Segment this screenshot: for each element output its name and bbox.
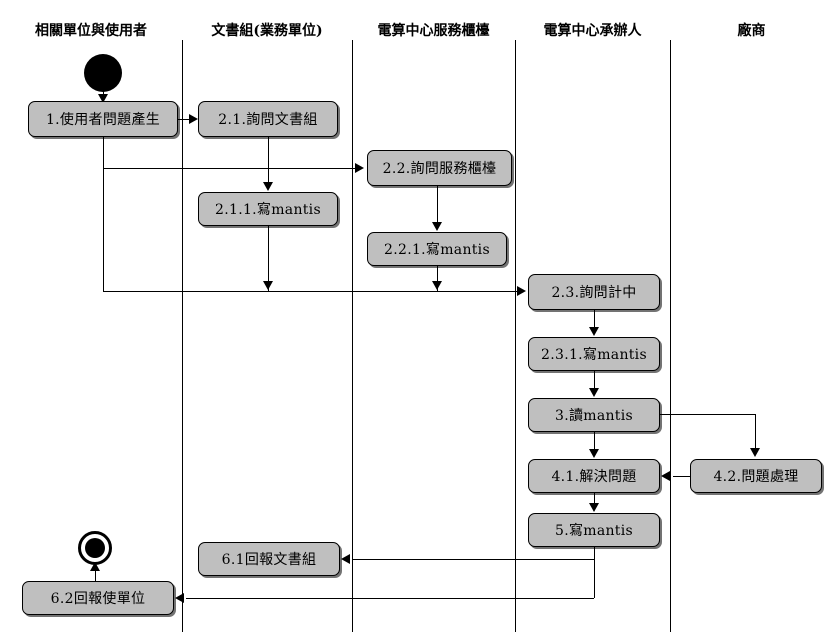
- edge-n1-to-n22-horizontal: [103, 168, 355, 169]
- edge-n42-to-n41-arrowhead: [661, 471, 670, 481]
- edge-n22-to-n221-line: [437, 186, 438, 224]
- node-2-2-1-write-mantis[interactable]: 2.2.1.寫mantis: [367, 232, 507, 266]
- node-6-1-report-document-group[interactable]: 6.1回報文書組: [198, 542, 340, 576]
- node-2-3-ask-computer-center[interactable]: 2.3.詢問計中: [528, 274, 660, 310]
- edge-n3-to-n41-line: [594, 432, 595, 451]
- edge-n5-to-n61-horizontal: [352, 559, 594, 560]
- edge-n41-to-n5-line: [594, 493, 595, 506]
- edge-n5-to-n62-vertical: [594, 547, 595, 598]
- edge-n42-to-n41-line: [673, 476, 690, 477]
- edge-n5-to-n62-arrowhead: [175, 593, 184, 603]
- edge-n3-to-n42-vertical: [755, 414, 756, 449]
- edge-n1-to-n23-vertical: [103, 168, 104, 291]
- node-2-3-1-write-mantis[interactable]: 2.3.1.寫mantis: [528, 337, 660, 371]
- node-4-2-problem-handling[interactable]: 4.2.問題處理: [690, 459, 822, 493]
- node-4-1-solve-problem[interactable]: 4.1.解決問題: [528, 459, 660, 493]
- edge-n1-to-n21-arrowhead: [189, 114, 198, 124]
- lane-header-4: 電算中心承辦人: [543, 23, 642, 39]
- node-2-2-ask-service-desk[interactable]: 2.2.詢問服務櫃檯: [367, 150, 512, 186]
- edge-n1-to-n21-line: [178, 119, 191, 120]
- edge-n1-to-n22-arrowhead: [355, 163, 364, 173]
- edge-n23-to-n231-line: [594, 310, 595, 329]
- edge-start-to-n1-line: [103, 88, 104, 98]
- edge-n3-to-n41-arrowhead: [589, 449, 599, 458]
- edge-n21-to-n211-line: [268, 137, 269, 184]
- edge-n211-to-n23-arrowhead: [263, 281, 273, 290]
- edge-n62-to-end-line: [95, 568, 96, 581]
- edge-n23-to-n231-arrowhead: [589, 327, 599, 336]
- node-5-write-mantis[interactable]: 5.寫mantis: [528, 513, 660, 547]
- node-2-1-1-write-mantis[interactable]: 2.1.1.寫mantis: [198, 192, 338, 226]
- lane-header-3: 電算中心服務櫃檯: [377, 23, 490, 39]
- edge-n1-to-n22-vertical: [103, 137, 104, 168]
- edge-n3-to-n42-horizontal: [660, 414, 756, 415]
- edge-n5-to-n62-horizontal: [186, 598, 594, 599]
- edge-n62-to-end-arrowhead: [90, 562, 100, 571]
- lane-divider-3: [515, 40, 516, 632]
- edge-n231-to-n3-line: [594, 371, 595, 390]
- start-node: [84, 54, 122, 92]
- lane-header-1: 相關單位與使用者: [35, 23, 147, 39]
- edge-n21-to-n211-arrowhead: [263, 182, 273, 191]
- edge-n211-to-n23-vertical: [268, 226, 269, 291]
- edge-to-n23-arrowhead: [517, 286, 526, 296]
- lane-divider-1: [182, 40, 183, 632]
- edge-n221-to-n23-vertical: [437, 266, 438, 291]
- edge-n5-to-n61-arrowhead: [341, 554, 350, 564]
- edge-n22-to-n221-arrowhead: [432, 222, 442, 231]
- edge-start-to-n1-arrowhead: [98, 94, 108, 103]
- lane-divider-2: [352, 40, 353, 632]
- lane-header-5: 廠商: [737, 23, 766, 39]
- node-1-user-problem[interactable]: 1.使用者問題產生: [28, 101, 178, 137]
- edge-n221-to-n23-arrowhead: [432, 281, 442, 290]
- edge-n3-to-n42-arrowhead: [750, 448, 760, 457]
- edge-n231-to-n3-arrowhead: [589, 388, 599, 397]
- edge-n41-to-n5-arrowhead: [589, 503, 599, 512]
- node-2-1-ask-document-group[interactable]: 2.1.詢問文書組: [198, 101, 338, 137]
- edge-to-n23-trunk: [103, 291, 518, 292]
- node-6-2-report-user-unit[interactable]: 6.2回報使單位: [22, 581, 174, 615]
- lane-divider-4: [670, 40, 671, 632]
- node-3-read-mantis[interactable]: 3.讀mantis: [528, 398, 660, 432]
- lane-header-2: 文書組(業務單位): [211, 23, 323, 39]
- end-node: [78, 531, 112, 565]
